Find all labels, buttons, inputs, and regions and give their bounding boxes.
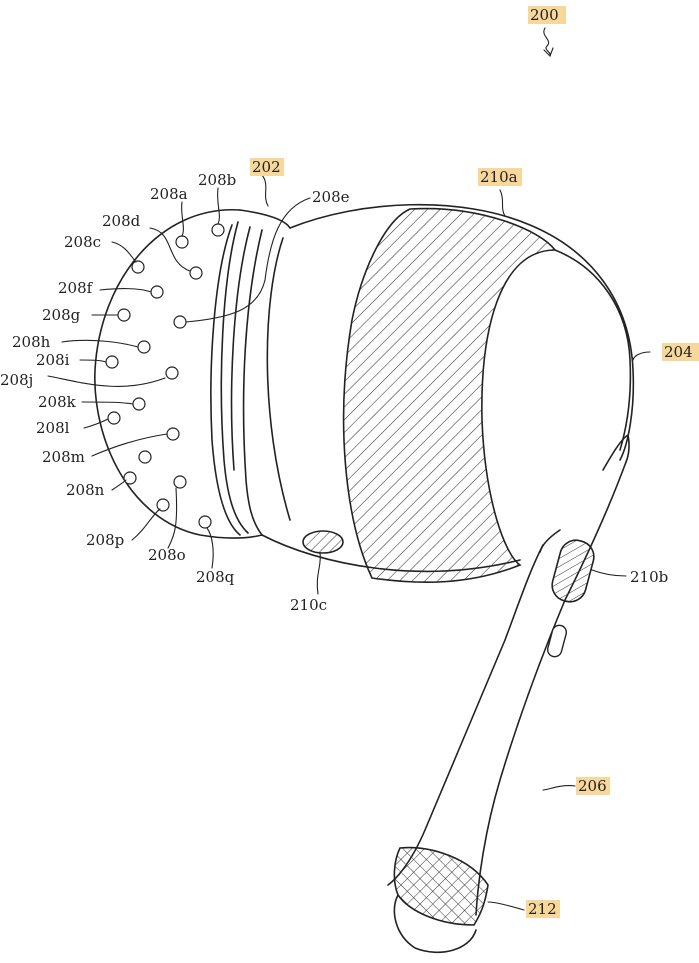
leader-lines bbox=[47, 174, 651, 911]
label-208c: 208c bbox=[64, 233, 101, 251]
label-204: 204 bbox=[664, 343, 693, 361]
label-208g: 208g bbox=[42, 306, 81, 324]
label-212: 212 bbox=[528, 900, 557, 918]
label-210b: 210b bbox=[630, 568, 668, 586]
label-208q: 208q bbox=[196, 568, 235, 586]
port-dots bbox=[105, 223, 225, 529]
labels: 202 210a 204 206 212 210b 210c 208a 208b… bbox=[0, 158, 699, 918]
sensor-210c bbox=[302, 530, 344, 554]
label-208o: 208o bbox=[148, 546, 186, 564]
stem-end-mesh bbox=[393, 846, 489, 926]
label-208d: 208d bbox=[102, 212, 141, 230]
label-208b: 208b bbox=[198, 171, 236, 189]
earbud-body bbox=[261, 203, 635, 584]
svg-text:200: 200 bbox=[530, 6, 559, 24]
ref-200: 200 bbox=[528, 6, 566, 57]
earbud-stem bbox=[387, 461, 627, 954]
label-210c: 210c bbox=[290, 596, 327, 614]
label-208m: 208m bbox=[42, 448, 85, 466]
label-208h: 208h bbox=[12, 333, 51, 351]
label-208n: 208n bbox=[66, 481, 105, 499]
label-206: 206 bbox=[578, 777, 607, 795]
label-202: 202 bbox=[252, 158, 281, 176]
label-208p: 208p bbox=[86, 531, 124, 549]
label-208j: 208j bbox=[0, 371, 33, 389]
hatched-band bbox=[342, 207, 557, 584]
label-208a: 208a bbox=[150, 185, 188, 203]
label-208i: 208i bbox=[36, 351, 70, 369]
label-208k: 208k bbox=[38, 393, 77, 411]
ear-tip bbox=[94, 209, 291, 539]
label-208l: 208l bbox=[36, 419, 70, 437]
label-208f: 208f bbox=[58, 279, 94, 297]
label-208e: 208e bbox=[312, 188, 350, 206]
sensor-210b bbox=[546, 539, 595, 658]
label-210a: 210a bbox=[480, 168, 518, 186]
